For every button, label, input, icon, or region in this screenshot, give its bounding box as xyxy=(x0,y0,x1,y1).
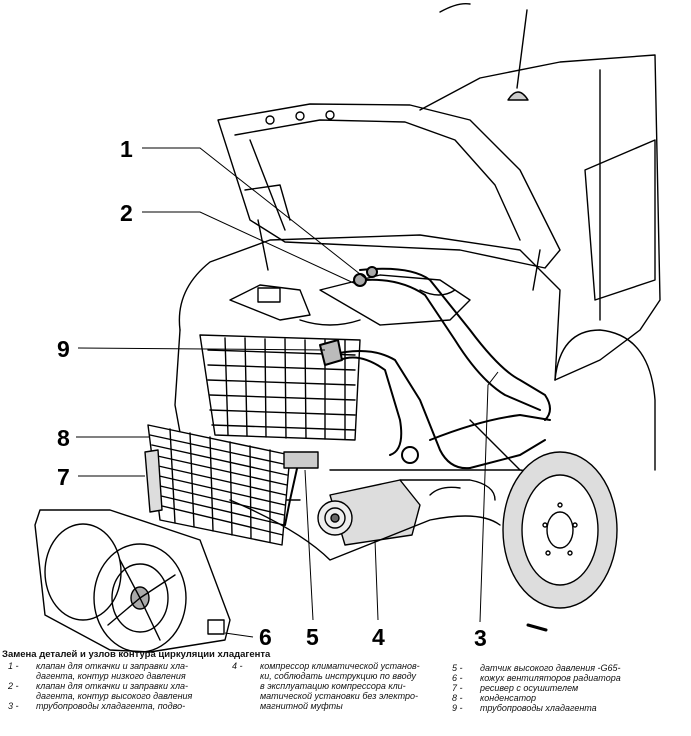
caption: Замена деталей и узлов контура циркуляци… xyxy=(2,649,621,713)
callout-9: 9 xyxy=(57,336,70,362)
receiver-dryer xyxy=(144,449,163,513)
front-grille xyxy=(199,334,361,441)
pressure-sensor xyxy=(283,451,319,469)
mark xyxy=(526,623,548,632)
hood-strut-right xyxy=(532,249,541,291)
callout-6: 6 xyxy=(259,624,272,650)
hood-strut-left xyxy=(257,219,269,271)
fan-shroud xyxy=(34,509,231,653)
condenser xyxy=(147,424,291,546)
callout-1: 1 xyxy=(120,136,133,162)
front-bumper xyxy=(229,499,501,561)
engine-bay xyxy=(229,274,471,326)
callout-7: 7 xyxy=(57,464,70,490)
callout-3: 3 xyxy=(474,625,487,651)
open-hood xyxy=(217,103,561,269)
caption-title: Замена деталей и узлов контура циркуляци… xyxy=(2,649,271,660)
callout-8: 8 xyxy=(57,425,70,451)
callout-5: 5 xyxy=(306,624,319,650)
front-wheel xyxy=(502,451,618,609)
antenna xyxy=(439,2,529,101)
compressor xyxy=(317,479,421,546)
leader-lines xyxy=(76,147,499,638)
diagram-illustration: 1 2 9 8 7 6 5 4 3 xyxy=(34,2,661,653)
callout-4: 4 xyxy=(372,624,385,650)
vehicle-body xyxy=(174,54,661,501)
callout-2: 2 xyxy=(120,200,133,226)
refrigerant-lines xyxy=(284,266,551,526)
